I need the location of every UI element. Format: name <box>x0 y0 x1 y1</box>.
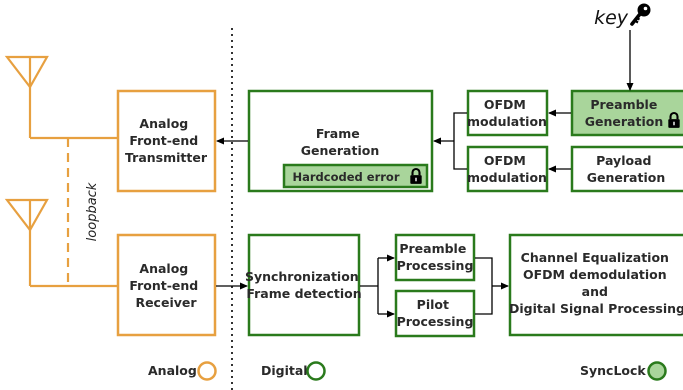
legend-synclock-label: SyncLock <box>580 363 646 378</box>
tx-frontend-label: Analog Front-end Transmitter <box>125 116 208 165</box>
ofdm-mod-1-label: OFDM modulation <box>467 97 547 129</box>
legend-analog-swatch <box>197 361 217 381</box>
legend-analog-label: Analog <box>148 363 197 378</box>
legend-digital-swatch <box>306 361 326 381</box>
rx-frontend-box <box>116 233 217 337</box>
hardcoded-error-box <box>282 163 429 189</box>
channel-eq-label: Channel Equalization OFDM demodulation a… <box>509 250 683 316</box>
preamble-generation-label: Preamble Generation <box>585 97 663 129</box>
ofdm-merge-bracket <box>453 112 467 170</box>
preamble-processing-box <box>394 233 476 282</box>
legend-synclock-swatch <box>647 361 667 381</box>
key-icon <box>630 3 651 26</box>
pilot-processing-label: Pilot Processing <box>397 297 474 329</box>
key-label: key <box>594 7 629 29</box>
sync-split-bracket <box>360 258 379 314</box>
loopback-label: loopback <box>85 182 100 241</box>
legend-digital-label: Digital <box>261 363 308 378</box>
ofdm-mod-2-box <box>466 145 549 193</box>
pilot-processing-box <box>394 289 476 338</box>
hardcoded-error-label: Hardcoded error <box>293 170 400 184</box>
sync-label: Synchronization Frame detection <box>245 269 363 301</box>
preamble-processing-label: Preamble Processing <box>397 241 474 273</box>
payload-generation-box <box>570 145 683 193</box>
antenna-tx <box>4 55 117 140</box>
preamble-generation-box <box>570 89 683 137</box>
channel-eq-box <box>508 233 683 337</box>
antenna-rx <box>4 198 117 288</box>
ofdm-mod-2-label: OFDM modulation <box>467 153 547 185</box>
payload-generation-label: Payload Generation <box>587 153 665 185</box>
rx-frontend-label: Analog Front-end Receiver <box>129 261 202 310</box>
ofdm-mod-1-box <box>466 89 549 137</box>
tx-frontend-box <box>116 89 217 193</box>
frame-generation-label: Frame Generation <box>301 126 379 158</box>
proc-merge-bracket <box>475 257 493 315</box>
sync-box <box>247 233 361 337</box>
